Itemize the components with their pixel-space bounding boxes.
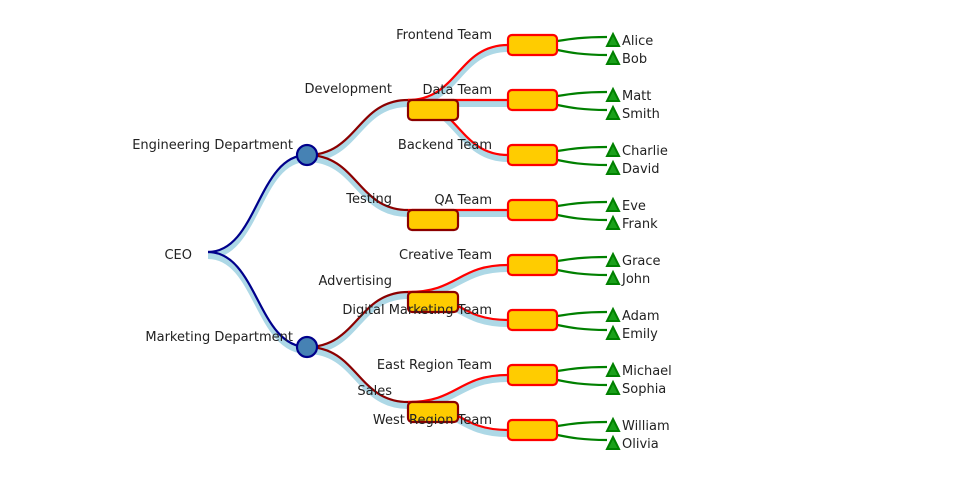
link-dept-group [306,290,409,349]
link-dept-group [306,98,409,157]
member-label: Frank [622,217,658,232]
group-node [406,98,460,122]
group-label: Development [304,82,392,97]
team-node [506,33,559,57]
person-triangle-icon [605,31,621,47]
team-label: Frontend Team [396,28,492,43]
team-node [506,308,559,332]
group-label: Sales [357,384,392,399]
member-label: Grace [622,254,661,269]
link-dept-group-shadow [306,156,409,217]
group-node [406,400,460,424]
department-node [295,335,319,359]
team-node [506,418,559,442]
link-dept-group [306,153,409,212]
nodes [295,31,621,450]
member-label: John [621,272,650,287]
person-triangle-icon [605,49,621,65]
member-label: William [622,419,670,434]
member-label: Sophia [622,382,666,397]
team-label: West Region Team [373,413,492,428]
team-node [506,363,559,387]
group-label: Advertising [318,274,392,289]
person-triangle-icon [605,214,621,230]
member-label: Charlie [622,144,668,159]
person-triangle-icon [605,379,621,395]
member-label: David [622,162,660,177]
person-triangle-icon [605,159,621,175]
team-node [506,143,559,167]
link-ceo-dept-shadow [207,156,308,259]
link-dept-group [306,345,409,404]
link-ceo-dept-shadow [207,253,308,354]
person-triangle-icon [605,86,621,102]
group-node [406,208,460,232]
person-triangle-icon [605,306,621,322]
member-label: Matt [622,89,651,104]
person-triangle-icon [605,434,621,450]
link-ceo-dept [207,153,308,254]
group-label: Testing [345,192,392,207]
link-group-team [407,43,509,102]
person-triangle-icon [605,416,621,432]
person-triangle-icon [605,361,621,377]
link-dept-group-shadow [306,101,409,162]
person-triangle-icon [605,324,621,340]
member-label: Adam [622,309,660,324]
member-label: Emily [622,327,658,342]
member-label: Bob [622,52,647,67]
department-label: Engineering Department [132,138,293,153]
person-triangle-icon [605,196,621,212]
group-node [406,290,460,314]
team-label: Digital Marketing Team [342,303,492,318]
link-ceo-dept [207,250,308,349]
member-label: Michael [622,364,672,379]
team-node [506,253,559,277]
person-triangle-icon [605,269,621,285]
person-triangle-icon [605,251,621,267]
member-label: Eve [622,199,646,214]
team-label: Creative Team [399,248,492,263]
department-label: Marketing Department [145,330,293,345]
link-dept-group-shadow [306,348,409,409]
member-label: Olivia [622,437,659,452]
team-label: QA Team [434,193,492,208]
team-label: Backend Team [398,138,492,153]
member-label: Smith [622,107,660,122]
team-label: Data Team [422,83,492,98]
team-label: East Region Team [377,358,492,373]
person-triangle-icon [605,104,621,120]
root-label: CEO [164,248,192,263]
department-node [295,143,319,167]
team-node [506,88,559,112]
member-label: Alice [622,34,653,49]
person-triangle-icon [605,141,621,157]
team-node [506,198,559,222]
